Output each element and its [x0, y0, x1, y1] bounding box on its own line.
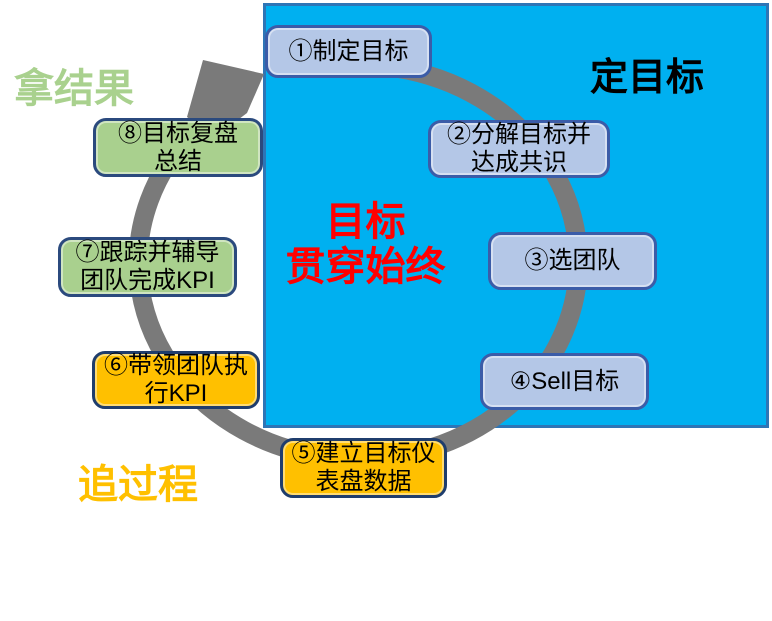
label-set-goals: 定目标	[590, 57, 705, 99]
step-box-4: ④Sell目标	[480, 353, 649, 410]
step-label: ⑦跟踪并辅导	[75, 239, 220, 266]
step-box-8: ⑧目标复盘 总结	[93, 118, 263, 177]
step-label: 团队完成KPI	[80, 267, 215, 294]
center-slogan-line2: 贯穿始终	[285, 245, 446, 289]
step-label: 行KPI	[144, 380, 208, 407]
step-label: 达成共识	[471, 149, 567, 176]
label-track-process: 追过程	[78, 463, 198, 507]
step-box-2: ②分解目标并 达成共识	[428, 120, 610, 178]
step-label: ②分解目标并	[447, 121, 591, 148]
step-box-6: ⑥带领团队执 行KPI	[92, 351, 260, 409]
step-box-5: ⑤建立目标仪 表盘数据	[280, 438, 447, 498]
center-slogan: 目标 贯穿始终	[258, 200, 473, 290]
step-label: ⑥带领团队执	[104, 352, 248, 379]
label-get-results: 拿结果	[14, 67, 134, 111]
step-label: 表盘数据	[315, 468, 412, 495]
step-box-7: ⑦跟踪并辅导 团队完成KPI	[58, 237, 237, 297]
step-box-1: ①制定目标	[265, 25, 432, 78]
step-box-3: ③选团队	[488, 232, 657, 290]
center-slogan-line1: 目标	[325, 200, 406, 244]
step-label: ⑤建立目标仪	[291, 440, 436, 467]
step-label: 总结	[154, 147, 202, 175]
step-label: ④Sell目标	[509, 367, 620, 395]
step-label: ①制定目标	[288, 37, 409, 65]
step-label: ⑧目标复盘	[118, 119, 238, 147]
step-label: ③选团队	[524, 247, 621, 274]
